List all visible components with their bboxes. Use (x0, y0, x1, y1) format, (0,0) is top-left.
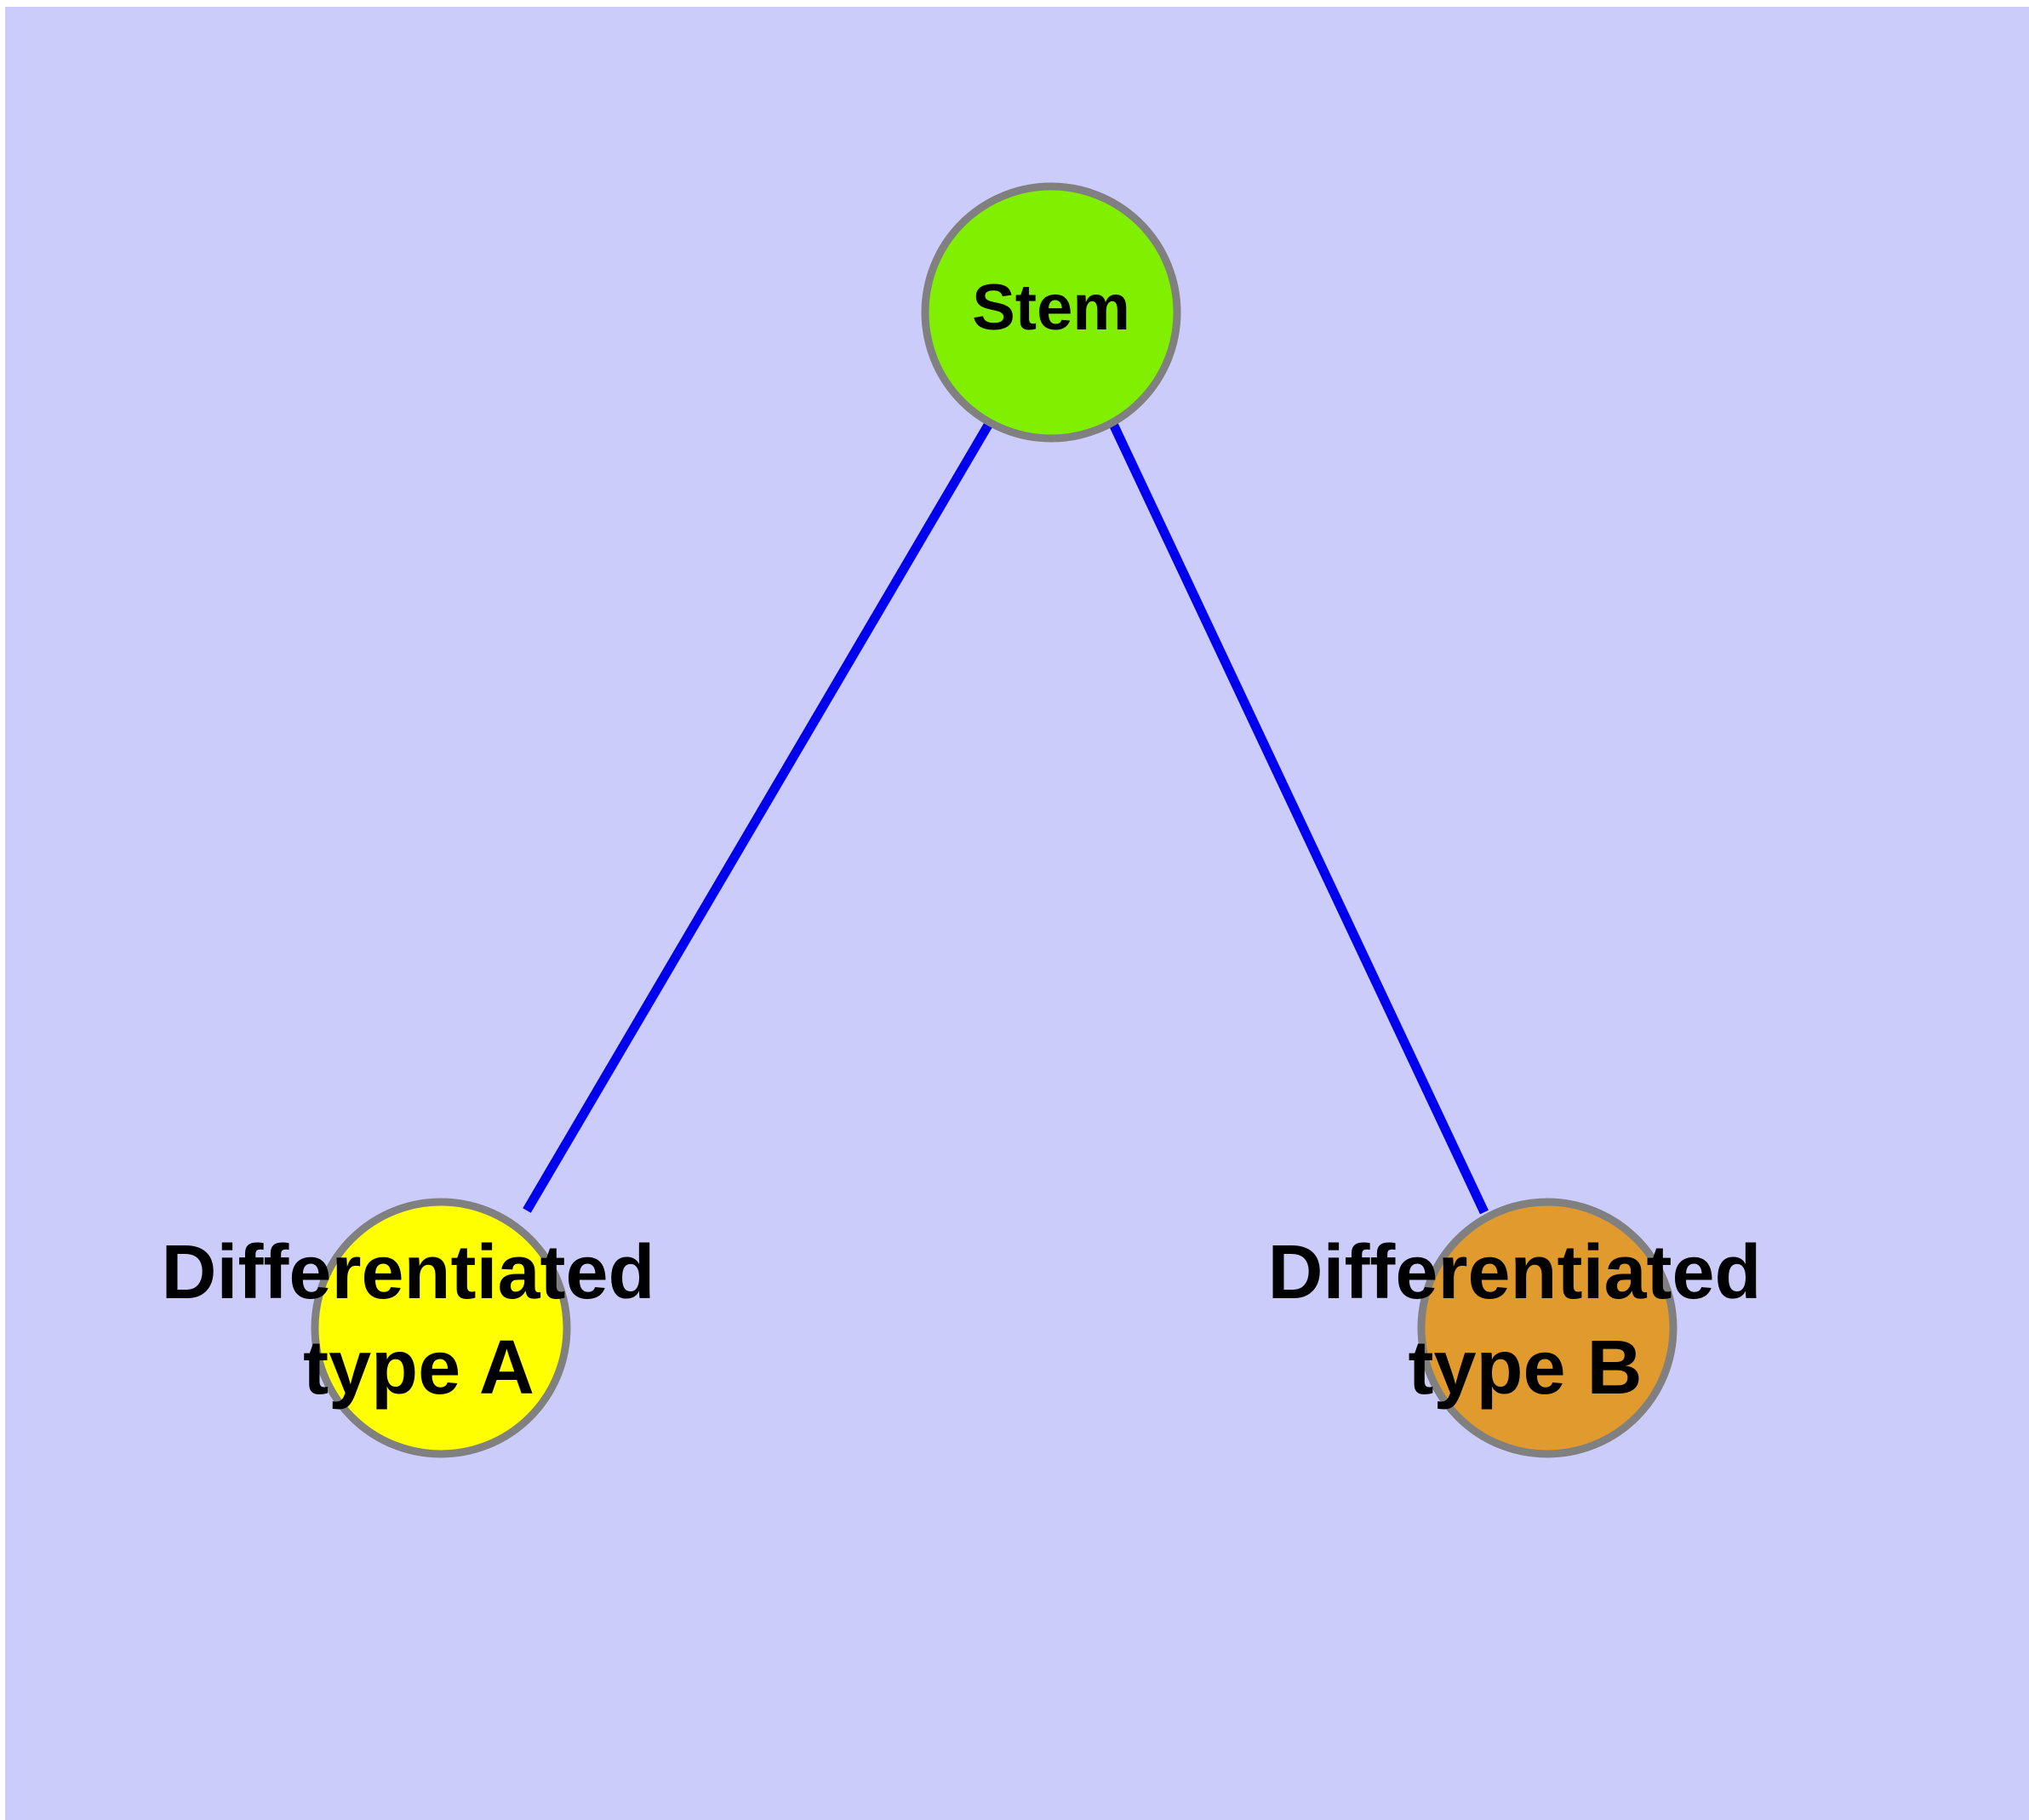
node-label-differentiated-type-b-line-1: Differentiated (1267, 1230, 1761, 1315)
node-layer (311, 182, 1677, 1458)
node-label-differentiated-type-a-line-2: type A (303, 1325, 534, 1411)
node-label-differentiated-type-a-line-1: Differentiated (161, 1230, 654, 1315)
edge-stem-to-differentiated-b[interactable] (1108, 420, 1489, 1215)
node-differentiated-type-a[interactable] (311, 1198, 571, 1458)
node-label-stem-line-1: Stem (972, 272, 1130, 344)
edge-layer (523, 420, 1489, 1215)
node-label-differentiated-type-b: Differentiated type B (1267, 1230, 1782, 1411)
edge-stem-to-differentiated-a[interactable] (523, 420, 994, 1213)
node-label-differentiated-type-b-line-2: type B (1408, 1325, 1642, 1411)
label-layer: Stem Differentiated type A Differentiate… (161, 272, 1782, 1411)
node-label-differentiated-type-a: Differentiated type A (161, 1230, 676, 1411)
node-label-stem: Stem (972, 272, 1130, 344)
node-differentiated-type-b[interactable] (1417, 1198, 1677, 1458)
node-stem[interactable] (921, 182, 1181, 443)
